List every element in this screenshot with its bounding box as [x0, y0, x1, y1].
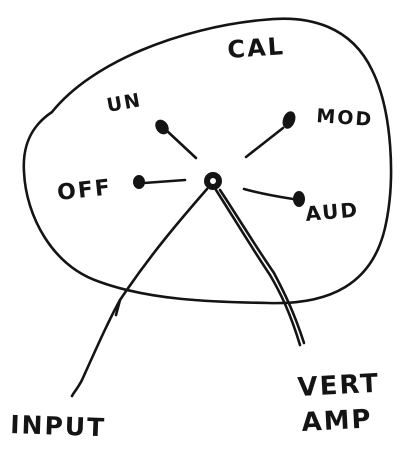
label-mod: MOD	[316, 105, 374, 131]
label-vert: VERT	[297, 369, 381, 403]
switch-body-outline	[22, 17, 393, 305]
wire-aud-to-pivot	[242, 187, 295, 201]
wire-off-to-pivot	[142, 178, 187, 185]
label-un: UN	[105, 89, 144, 117]
label-input: INPUT	[10, 410, 107, 442]
lead-to-vert-amp	[214, 188, 302, 347]
label-off: OFF	[56, 175, 113, 206]
label-amp: AMP	[301, 404, 374, 438]
lead-to-input	[70, 187, 209, 398]
contact-mod	[244, 111, 296, 159]
label-aud: AUD	[304, 197, 360, 226]
lead-to-input-stub	[114, 298, 122, 317]
contact-un	[155, 119, 198, 160]
contact-aud	[242, 187, 305, 207]
wire-un-to-pivot	[164, 128, 198, 160]
contact-off	[133, 175, 187, 189]
wire-mod-to-pivot	[244, 126, 285, 159]
lead-to-vert-amp-second	[218, 188, 306, 345]
label-cal: CAL	[226, 32, 285, 64]
common-contact-pivot	[204, 172, 222, 190]
